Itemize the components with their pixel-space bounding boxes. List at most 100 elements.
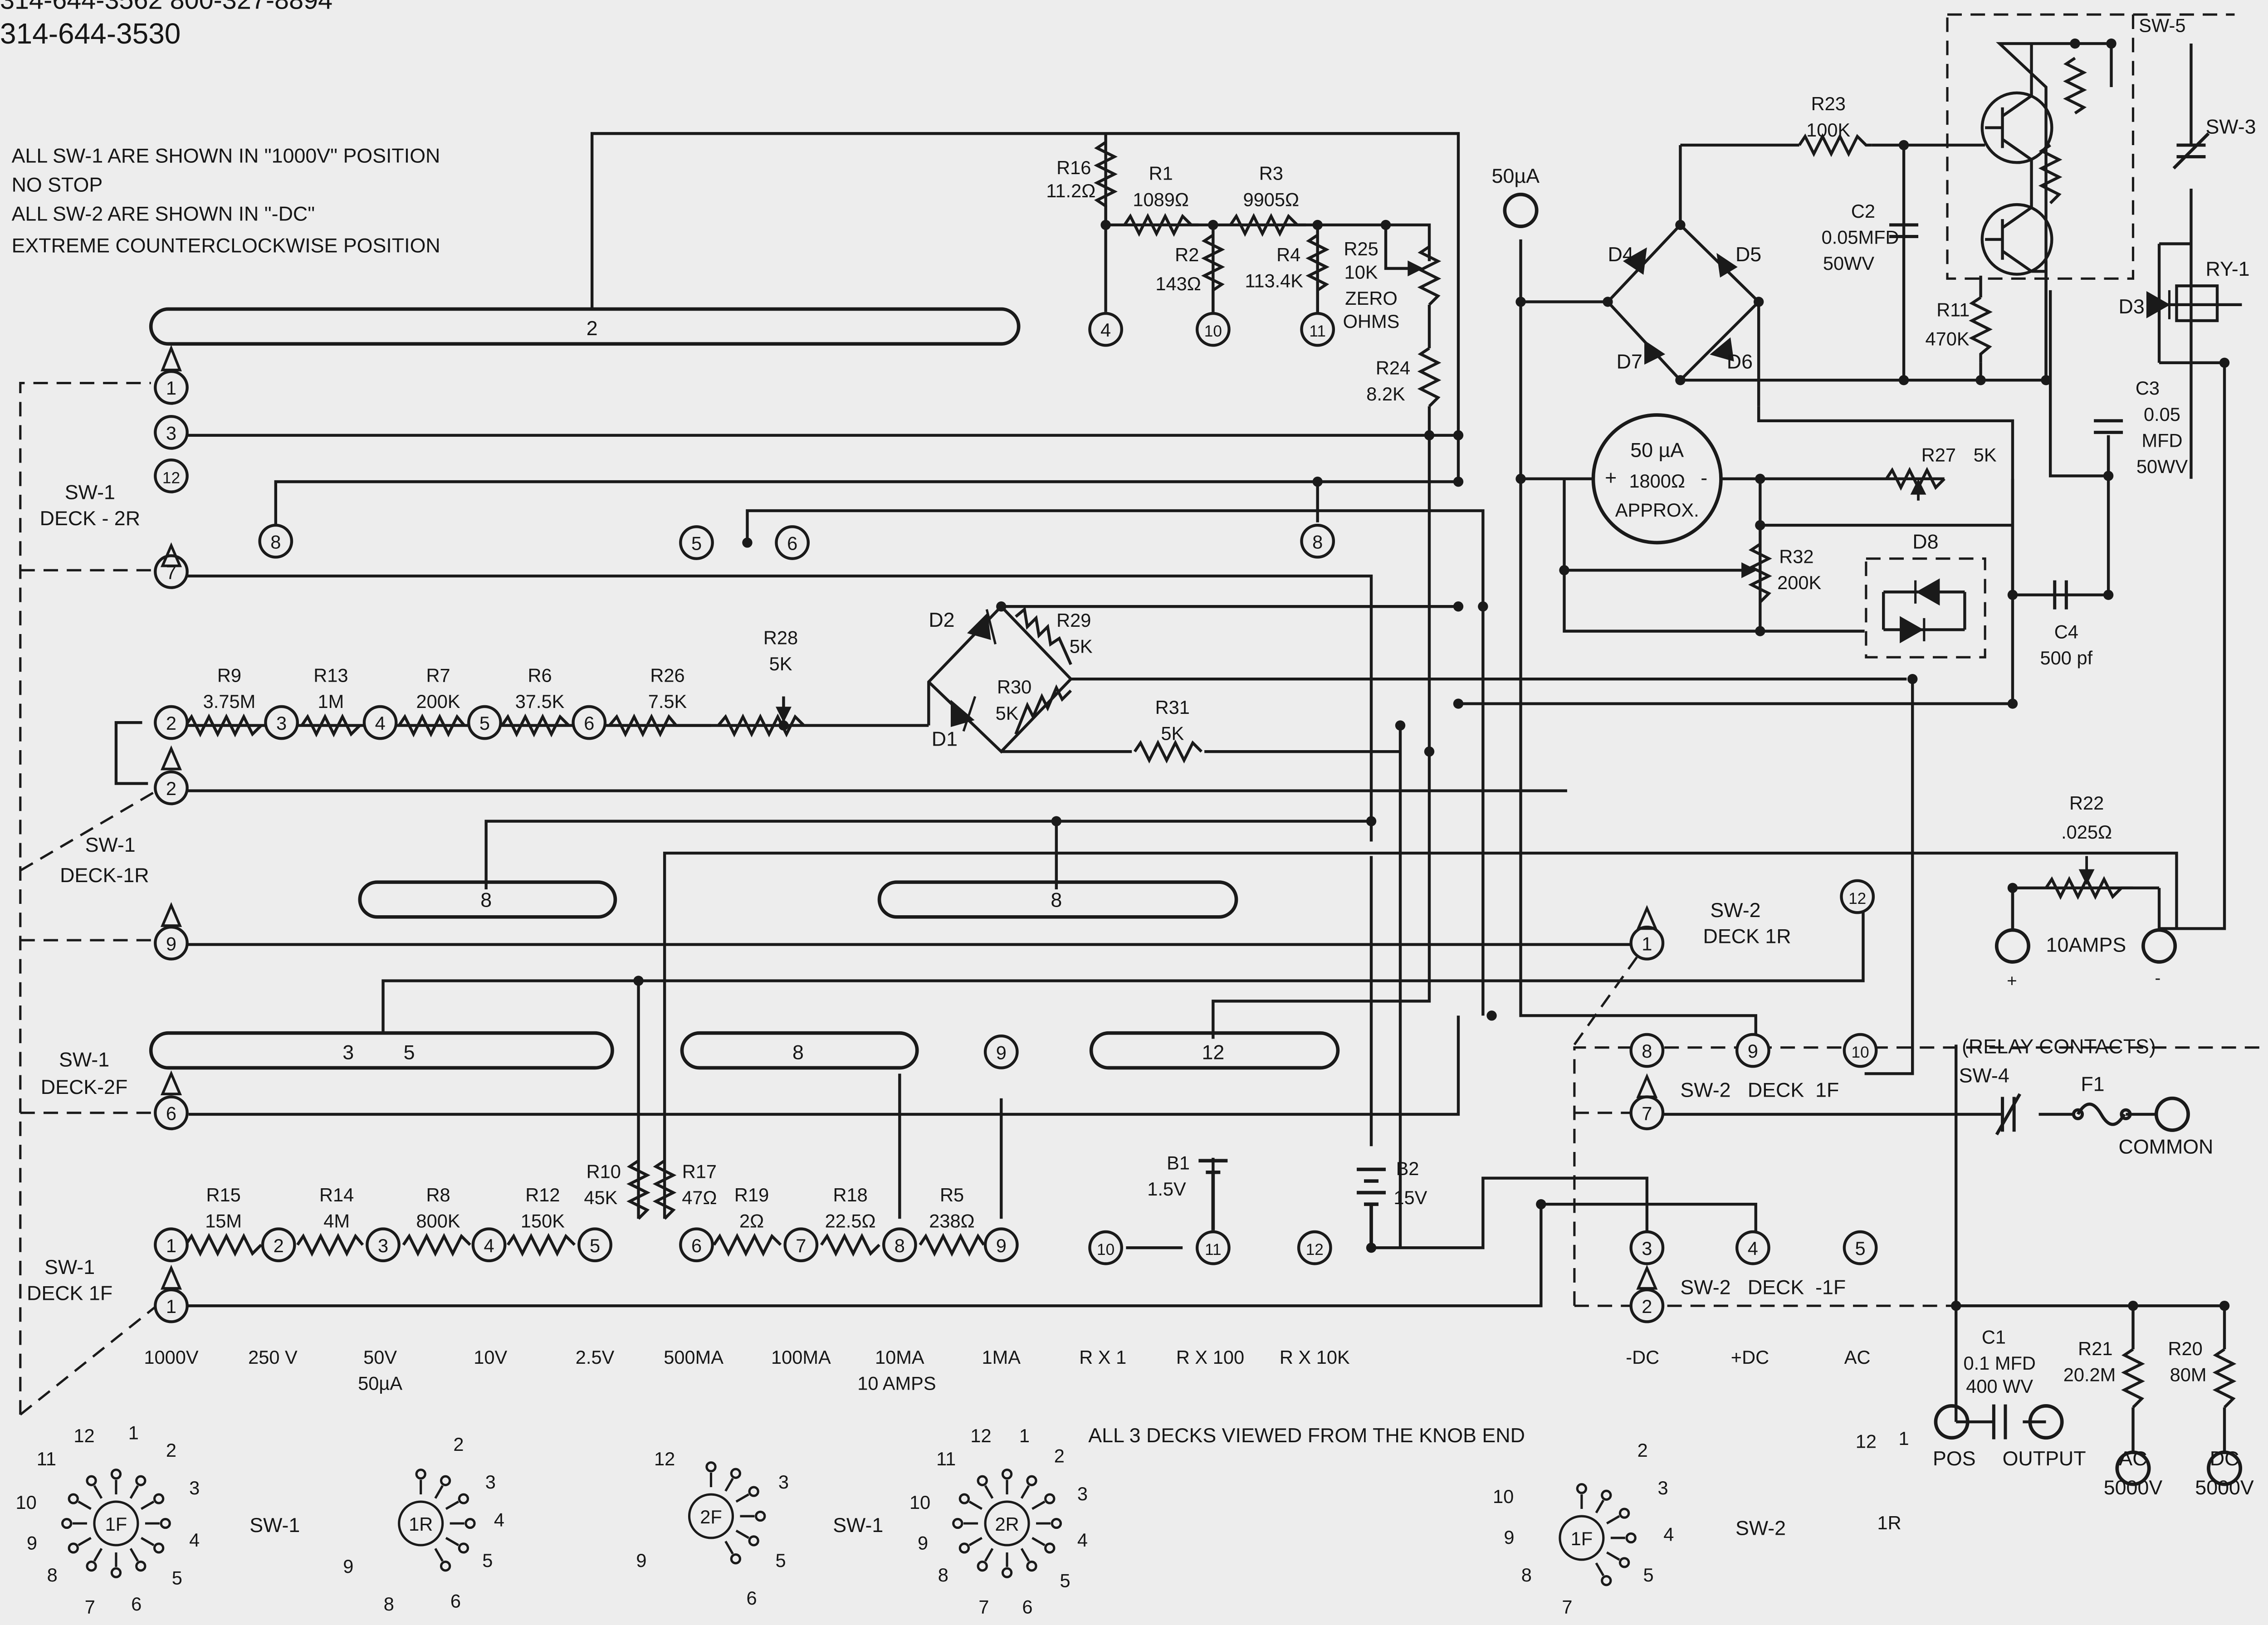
deck-contact	[61, 1518, 73, 1529]
deck-contact-number: 3	[778, 1471, 789, 1493]
range-label: -DC	[1626, 1347, 1659, 1368]
terminal-number: 4	[484, 1235, 494, 1256]
bus-label-3: 3	[342, 1041, 354, 1064]
meter: 50 µA 1800Ω APPROX. +-	[1591, 413, 1723, 545]
label-d2: D2	[929, 609, 954, 631]
label-sw2-deck1r-b: DECK 1R	[1703, 925, 1791, 947]
resistor-r12	[506, 1233, 576, 1257]
label-r21-1: 20.2M	[2063, 1364, 2116, 1386]
terminal-circle	[983, 1227, 1019, 1263]
label-r1-0: R1	[1149, 163, 1173, 184]
jack-output[interactable]	[2028, 1404, 2064, 1440]
deck-contact-number: 9	[1504, 1527, 1514, 1548]
deck-contact	[958, 1493, 970, 1504]
jack-50ua[interactable]	[1503, 192, 1539, 228]
deck-contact-number: 1	[1019, 1425, 1030, 1446]
label-r13-1: 1M	[318, 691, 344, 712]
deck-contact	[1044, 1542, 1056, 1554]
meter-resistance: 1800Ω	[1629, 470, 1685, 492]
label-r13-0: R13	[313, 665, 348, 686]
label-r9-1: 3.75M	[203, 691, 256, 712]
bus-label-8a: 8	[480, 888, 492, 911]
transistor-2	[1980, 203, 2053, 276]
resistor-r29	[1015, 606, 1072, 665]
jack-10amps-pos[interactable]	[1994, 928, 2031, 964]
deck-contact	[748, 1535, 759, 1547]
jack-dc-5000v[interactable]	[2207, 1450, 2243, 1486]
deck-contact-number: 9	[636, 1550, 646, 1571]
jack-ac-5000v[interactable]	[2115, 1450, 2151, 1486]
label-all-decks: ALL 3 DECKS VIEWED FROM THE KNOB END	[1088, 1424, 1525, 1447]
label-plus: +	[2007, 971, 2017, 991]
junction-dots	[633, 38, 2230, 1311]
label-r2-0: R2	[1175, 244, 1199, 265]
deck-contact-number: 6	[131, 1593, 142, 1615]
deck-contact-number: 5	[172, 1567, 182, 1588]
deck-contact-number: 2	[1054, 1445, 1065, 1467]
label-r30-1: 5K	[996, 703, 1019, 724]
terminal-circle	[261, 1227, 296, 1263]
label-r29-0: R29	[1056, 610, 1091, 631]
resistor-r5	[919, 1233, 985, 1257]
jack-10amps-neg[interactable]	[2141, 928, 2177, 964]
label-r25-3: OHMS	[1343, 311, 1400, 332]
note-line-2: NO STOP	[12, 173, 103, 196]
deck-contact	[415, 1469, 426, 1480]
terminal-circle	[1840, 879, 1875, 914]
deck-contact	[705, 1461, 717, 1473]
deck-contact-number: 12	[1856, 1431, 1877, 1452]
terminal-number: 8	[1312, 531, 1323, 552]
deck-hub	[984, 1500, 1030, 1547]
deck-hub-label: 1F	[105, 1513, 127, 1535]
terminal-circle	[1300, 312, 1335, 347]
label-r26-1: 7.5K	[648, 691, 687, 712]
deck-contact-number: 4	[1077, 1529, 1088, 1551]
deck-contact	[1625, 1532, 1637, 1544]
bus-bar-deck2r	[149, 307, 1021, 346]
terminal-number: 7	[1642, 1103, 1652, 1124]
label-sw1-deck1r-b: DECK-1R	[60, 864, 149, 887]
fuse-f1	[2076, 1103, 2126, 1126]
label-r21-0: R21	[2078, 1338, 2112, 1359]
deck-contact-number: 1R	[1877, 1512, 1901, 1533]
bus-bar-deck2f-a	[149, 1031, 614, 1070]
range-sub-ua: 50µA	[358, 1373, 402, 1394]
terminal-number: 11	[1205, 1241, 1222, 1259]
label-sw1-deck2f-b: DECK-2F	[41, 1076, 128, 1098]
deck-contact	[458, 1542, 469, 1554]
deck-contact	[1601, 1575, 1612, 1586]
label-c3-2: MFD	[2141, 429, 2182, 451]
terminal-circle	[1629, 1033, 1665, 1068]
resistor-r27	[1885, 467, 1945, 491]
jack-pos[interactable]	[1934, 1404, 1970, 1440]
label-r15-1: 15M	[205, 1210, 242, 1231]
label-sw1-deck2f-a: SW-1	[59, 1048, 109, 1071]
deck-contact-lead	[434, 1485, 444, 1499]
label-sw2-deck1r-a: SW-2	[1710, 899, 1760, 922]
label-r16-1: 11.2Ω	[1046, 180, 1095, 201]
deck-contact	[68, 1542, 79, 1554]
terminal-circle	[1843, 1033, 1878, 1068]
resistor-r24	[1417, 347, 1442, 408]
range-label: +DC	[1731, 1347, 1769, 1368]
terminal-number: 9	[166, 933, 176, 954]
label-r14-1: 4M	[323, 1210, 350, 1231]
resistor-sw5-a	[2063, 57, 2087, 115]
deck-contact	[440, 1475, 451, 1486]
terminal-number: 6	[166, 1103, 176, 1124]
label-r28-1: 5K	[769, 653, 792, 674]
deck-contact	[1601, 1489, 1612, 1501]
label-c1-0: C1	[1982, 1326, 2006, 1347]
deck-contact	[1026, 1561, 1037, 1572]
label-r30-0: R30	[997, 676, 1031, 698]
deck-contact	[86, 1475, 97, 1486]
terminal-circle	[679, 525, 714, 560]
terminal-number: 9	[1748, 1040, 1758, 1062]
terminal-circle	[264, 705, 299, 740]
label-r32-1: 200K	[1777, 572, 1821, 593]
terminal-circle	[154, 458, 189, 493]
label-c2-1: 0.05MFD	[1822, 227, 1899, 248]
terminal-circle	[467, 705, 502, 740]
jack-common[interactable]	[2154, 1096, 2190, 1132]
